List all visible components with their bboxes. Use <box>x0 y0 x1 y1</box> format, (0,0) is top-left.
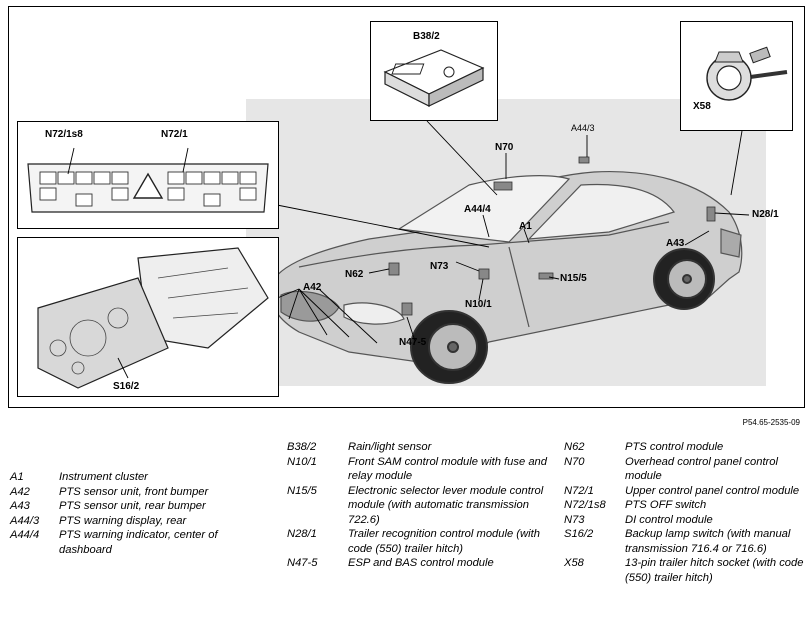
label-n72-1: N72/1 <box>161 129 188 140</box>
legend-code: B38/2 <box>287 441 317 453</box>
legend-description: Rain/light sensor <box>348 441 432 453</box>
legend-code: N47-5 <box>287 557 318 569</box>
label-a43: A43 <box>666 238 685 249</box>
legend-item: N10/1 Front SAM control module with fuse … <box>287 455 547 484</box>
legend-description: PTS warning display, rear <box>59 514 187 527</box>
legend-item: N62 PTS control module <box>564 440 804 455</box>
legend-item: N15/5 Electronic selector lever module co… <box>287 484 547 528</box>
legend-description: 13-pin trailer hitch socket (with code (… <box>625 557 804 584</box>
label-n73: N73 <box>430 261 449 272</box>
legend-item: B38/2 Rain/light sensor <box>287 440 547 455</box>
legend-item: N28/1 Trailer recognition control module … <box>287 527 547 556</box>
legend-code: S16/2 <box>564 528 594 540</box>
legend-code: A42 <box>10 485 30 498</box>
diagram-drawing <box>246 99 766 386</box>
legend-item: A42 PTS sensor unit, front bumper <box>10 485 260 500</box>
label-n72-1s8: N72/1s8 <box>45 129 83 140</box>
label-a44-3: A44/3 <box>571 123 595 133</box>
legend-item: N72/1 Upper control panel control module <box>564 484 804 499</box>
legend-code: N62 <box>564 441 585 453</box>
legend-description: Overhead control panel control module <box>625 455 778 483</box>
legend-code: A44/4 <box>10 529 40 541</box>
legend-description: DI control module <box>625 513 713 526</box>
legend-code: N72/1 <box>564 484 594 497</box>
component-diagram: B38/2 X58 N72/1s8 N72/1 N70 A44/3 A44/4 … <box>8 6 805 408</box>
legend-code: N15/5 <box>287 484 317 497</box>
legend-code: N28/1 <box>287 528 317 540</box>
legend-item: A43 PTS sensor unit, rear bumper <box>10 499 260 514</box>
label-b38-2: B38/2 <box>413 31 440 42</box>
legend-item: A44/4 PTS warning indicator, center of da… <box>10 528 260 557</box>
legend-description: PTS control module <box>625 441 724 453</box>
rain-sensor-icon <box>383 49 485 107</box>
trailer-socket-icon <box>706 46 788 101</box>
legend-code: N72/1s8 <box>564 499 606 511</box>
label-n62: N62 <box>345 269 364 280</box>
label-x58: X58 <box>693 101 711 112</box>
legend-code: A43 <box>10 500 30 512</box>
legend-code: A44/3 <box>10 514 40 527</box>
hazard-warning-icon <box>132 172 164 199</box>
legend-description: PTS sensor unit, front bumper <box>59 485 209 498</box>
transmission-icon <box>37 247 269 389</box>
legend-description: Electronic selector lever module control… <box>348 484 544 526</box>
control-panel-icon <box>27 147 269 213</box>
label-n10-1: N10/1 <box>465 299 492 310</box>
legend-description: Upper control panel control module <box>625 484 800 497</box>
legend-description: Backup lamp switch (with manual transmis… <box>625 528 791 555</box>
legend-item: N47-5 ESP and BAS control module <box>287 556 547 571</box>
leader-lines <box>274 120 750 344</box>
legend-code: X58 <box>564 557 584 569</box>
legend-description: PTS warning indicator, center of dashboa… <box>59 529 218 556</box>
figure-reference: P54.65-2535-09 <box>742 418 800 427</box>
inset-trailer-socket <box>680 21 793 131</box>
label-a1: A1 <box>519 221 532 232</box>
legend-description: Front SAM control module with fuse and r… <box>348 455 547 483</box>
label-n15-5: N15/5 <box>560 273 587 284</box>
legend-item: N72/1s8 PTS OFF switch <box>564 498 804 513</box>
label-a44-4: A44/4 <box>464 204 491 215</box>
legend-description: Instrument cluster <box>59 471 148 483</box>
legend-description: PTS sensor unit, rear bumper <box>59 500 206 512</box>
legend-item: S16/2 Backup lamp switch (with manual tra… <box>564 527 804 556</box>
legend-description: PTS OFF switch <box>625 499 707 511</box>
label-n70: N70 <box>495 142 514 153</box>
front-wheel <box>410 310 488 384</box>
legend-code: N73 <box>564 513 585 526</box>
legend-item: X58 13-pin trailer hitch socket (with cod… <box>564 556 804 585</box>
legend-code: N70 <box>564 455 585 468</box>
rear-wheel <box>653 248 715 310</box>
label-n28-1: N28/1 <box>752 209 779 220</box>
legend-item: N73 DI control module <box>564 513 804 528</box>
legend-description: Trailer recognition control module (with… <box>348 528 540 555</box>
inset-upper-control-panel <box>17 121 279 229</box>
legend-item: A1 Instrument cluster <box>10 470 260 485</box>
component-markers <box>388 156 716 316</box>
label-a42: A42 <box>303 282 322 293</box>
label-n47-5: N47-5 <box>399 337 427 348</box>
inset-rain-light-sensor <box>370 21 498 121</box>
inset-transmission <box>17 237 279 397</box>
legend-code: N10/1 <box>287 455 317 468</box>
legend-item: A44/3 PTS warning display, rear <box>10 514 260 529</box>
label-s16-2: S16/2 <box>113 381 140 392</box>
legend-code: A1 <box>10 471 24 483</box>
legend-description: ESP and BAS control module <box>348 557 494 569</box>
legend-item: N70 Overhead control panel control module <box>564 455 804 484</box>
